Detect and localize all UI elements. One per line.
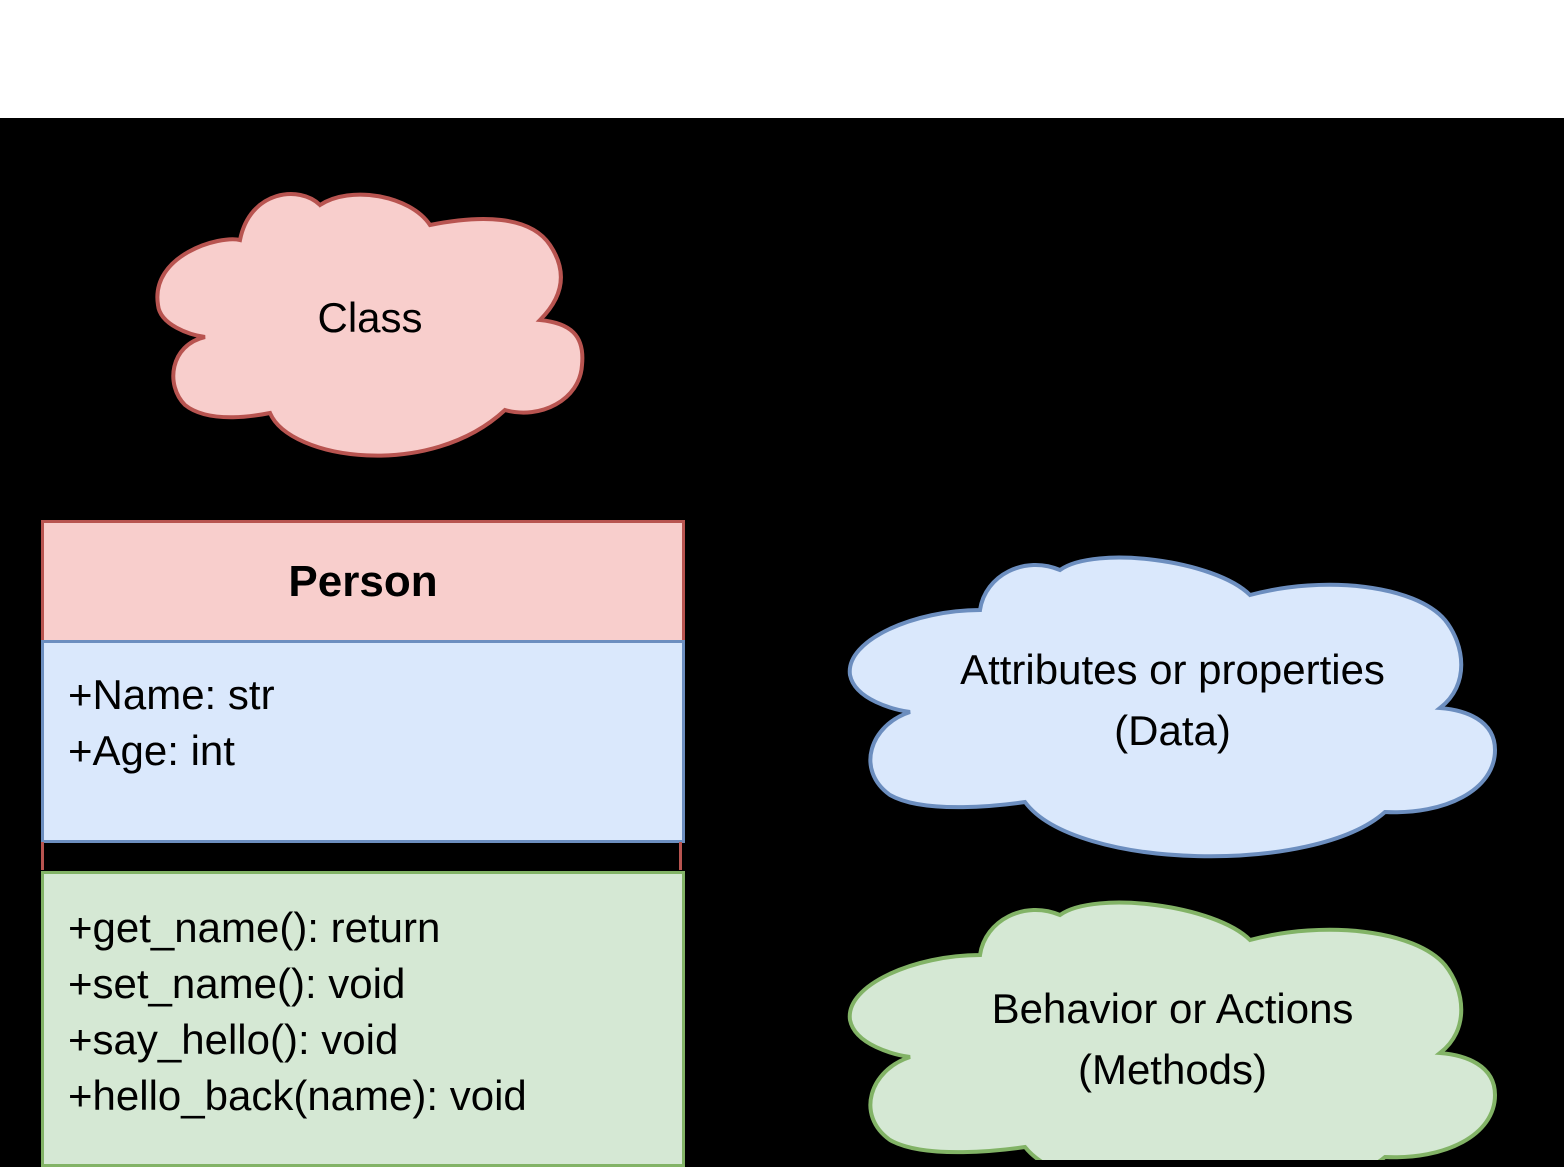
- class-cloud: Class: [150, 185, 590, 470]
- attributes-cloud-title: Attributes or properties: [960, 646, 1385, 693]
- attributes-cloud-shape: [847, 555, 1498, 859]
- uml-method-say-hello: +say_hello(): void: [68, 1016, 399, 1063]
- class-cloud-shape: [155, 192, 585, 458]
- uml-method-get-name: +get_name(): return: [68, 904, 441, 951]
- uml-separator-right: [679, 842, 682, 870]
- class-cloud-label: Class: [317, 294, 423, 341]
- attributes-cloud: Attributes or properties (Data): [845, 550, 1500, 865]
- top-white-strip: [0, 0, 1564, 118]
- methods-cloud-title: Behavior or Actions: [991, 985, 1354, 1032]
- uml-attribute-age: +Age: int: [68, 727, 235, 774]
- uml-method-set-name: +set_name(): void: [68, 960, 406, 1007]
- uml-methods-section: +get_name(): return +set_name(): void +s…: [41, 871, 685, 1167]
- uml-attributes-section: +Name: str +Age: int: [41, 640, 685, 843]
- uml-class-header: Person: [41, 520, 685, 643]
- uml-class-name: Person: [288, 556, 438, 606]
- uml-method-hello-back: +hello_back(name): void: [68, 1072, 527, 1119]
- attributes-cloud-subtitle: (Data): [1114, 707, 1231, 754]
- uml-attribute-name: +Name: str: [68, 671, 275, 718]
- uml-separator-left: [41, 842, 44, 870]
- methods-cloud-subtitle: (Methods): [1077, 1046, 1268, 1093]
- methods-cloud: Behavior or Actions (Methods): [845, 900, 1500, 1160]
